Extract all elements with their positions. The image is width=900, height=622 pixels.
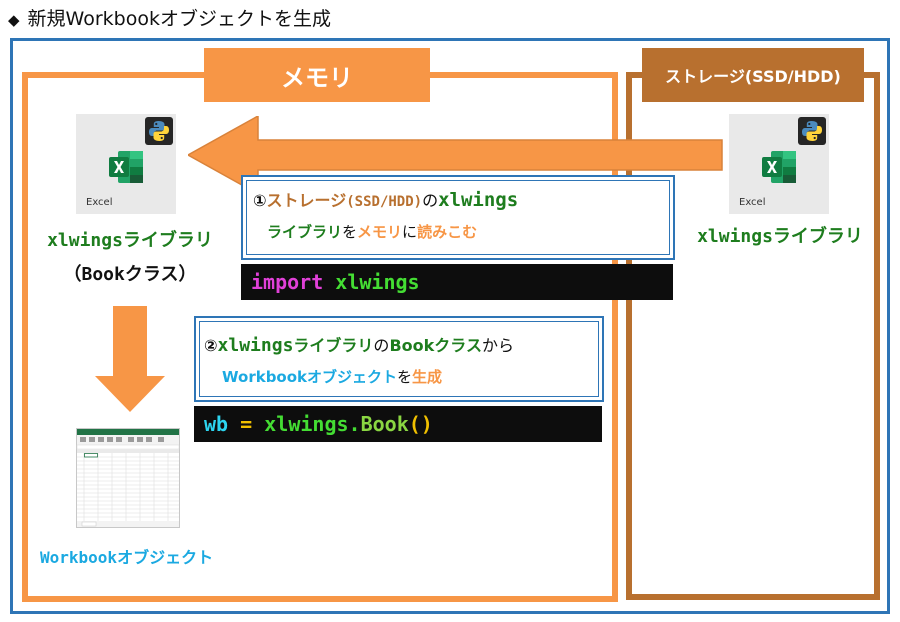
step1-library: ライブラリ	[267, 223, 343, 241]
code-class: Book	[360, 412, 409, 436]
spreadsheet-thumbnail-icon	[76, 428, 180, 528]
code-parens: ()	[408, 412, 433, 436]
step2-library: ライブラリ	[293, 336, 374, 355]
step1-wo: を	[342, 223, 358, 241]
step1-no: の	[422, 191, 439, 210]
step1-line2: ライブラリをメモリに読みこむ	[267, 221, 477, 242]
step2-wo: を	[397, 368, 413, 386]
step1-line1: ①ストレージ(SSD/HDD)のxlwings	[253, 187, 518, 211]
excel-logo-icon	[109, 151, 143, 183]
code-import-keyword: import	[251, 270, 324, 294]
step1-memory: メモリ	[357, 223, 403, 241]
down-arrow-icon	[95, 306, 165, 412]
code-op: =	[240, 412, 253, 436]
step1-ssd: (SSD/HDD)	[346, 194, 423, 210]
step2-xlwings: xlwings	[217, 335, 294, 356]
step1-storage: ストレージ	[266, 191, 347, 210]
book-class-text: （Bookクラス）	[63, 264, 197, 285]
step2-workbook: Workbookオブジェクト	[222, 368, 398, 386]
excel-python-file-icon: Excel	[729, 114, 829, 214]
step1-box: ①ストレージ(SSD/HDD)のxlwings ライブラリをメモリに読みこむ	[241, 175, 675, 260]
excel-python-file-icon: Excel	[76, 114, 176, 214]
page-title-text: 新規Workbookオブジェクトを生成	[27, 8, 331, 30]
python-logo-icon	[145, 117, 173, 145]
step1-inner-border	[246, 180, 670, 255]
code-create-bar: wb = xlwings.Book()	[194, 406, 602, 442]
python-logo-icon	[798, 117, 826, 145]
step2-kara: から	[481, 336, 514, 355]
excel-logo-icon	[762, 151, 796, 183]
storage-library-label: xlwingsライブラリ	[697, 226, 863, 247]
step1-ni: に	[402, 223, 418, 241]
step1-read: 読みこむ	[417, 223, 478, 241]
step2-line2: Workbookオブジェクトを生成	[222, 366, 442, 387]
memory-library-class-label: （Bookクラス）	[30, 260, 230, 286]
icon-caption: Excel	[739, 197, 766, 208]
step2-line1: ②xlwingsライブラリのBookクラスから	[204, 332, 514, 356]
step1-xlwings: xlwings	[438, 189, 519, 211]
step2-create: 生成	[412, 368, 443, 386]
diamond-bullet-icon: ◆	[8, 11, 20, 29]
step2-no: の	[373, 336, 390, 355]
code-dot: .	[348, 412, 361, 436]
step2-book: Bookクラス	[389, 336, 482, 355]
step2-number: ②	[204, 336, 218, 355]
page-title: ◆ 新規Workbookオブジェクトを生成	[8, 4, 331, 31]
step2-inner-border	[199, 321, 599, 397]
workbook-object-label: Workbookオブジェクト	[40, 548, 214, 567]
code-module: xlwings	[264, 412, 349, 436]
memory-library-label: xlwingsライブラリ	[47, 230, 213, 251]
code-var: wb	[204, 412, 229, 436]
icon-caption: Excel	[86, 197, 113, 208]
storage-label: ストレージ(SSD/HDD)	[642, 48, 864, 102]
outer-frame	[10, 38, 890, 614]
step2-box: ②xlwingsライブラリのBookクラスから Workbookオブジェクトを生…	[194, 316, 604, 402]
step1-number: ①	[253, 191, 267, 210]
code-import-module: xlwings	[335, 270, 420, 294]
code-import-bar: import xlwings	[241, 264, 673, 300]
memory-label: メモリ	[204, 48, 430, 102]
